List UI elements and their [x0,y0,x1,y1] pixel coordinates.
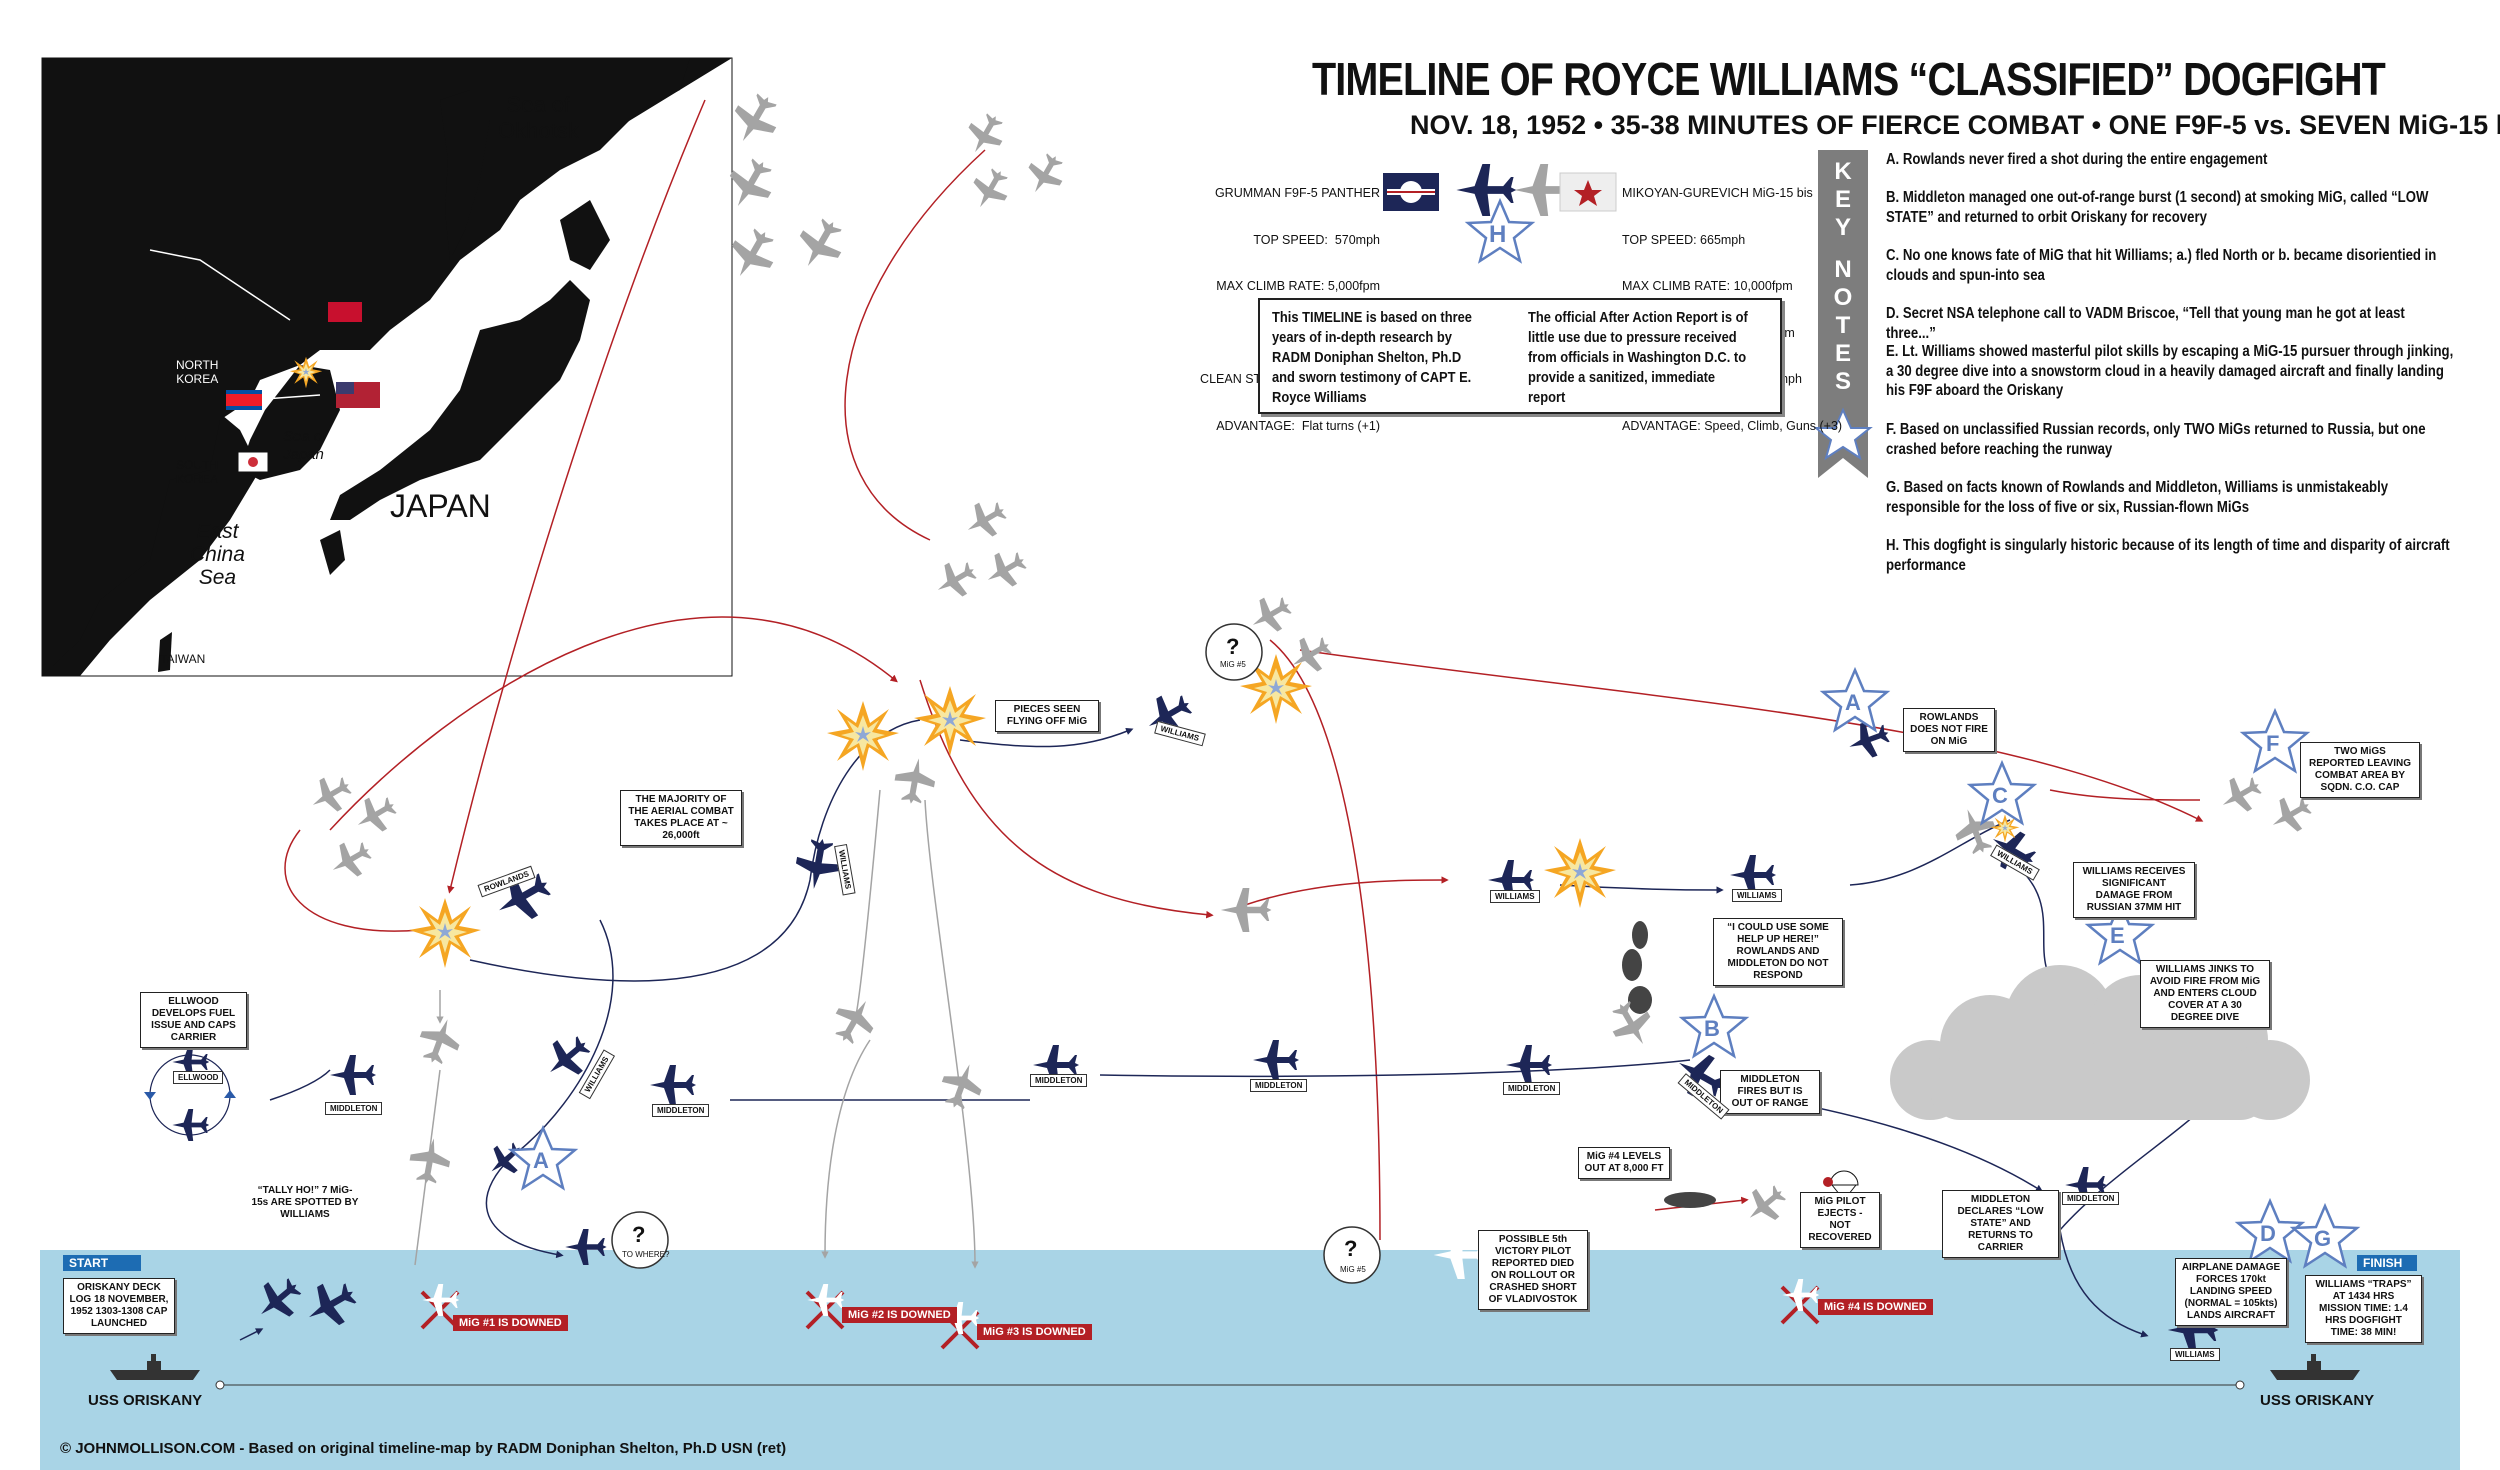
oriskany-label-left: USS ORISKANY [88,1392,203,1409]
sea-okhotsk-label: Sea of Okhotsk [498,92,579,143]
callout-deck-log: ORISKANY DECK LOG 18 NOVEMBER, 1952 1303… [63,1278,175,1334]
question-mark-2: ? [632,1222,646,1247]
us-insignia [1383,173,1439,211]
callout-two-migs: TWO MiGS REPORTED LEAVING COMBAT AREA BY… [2300,742,2420,798]
f9f-paths [239,719,2229,1341]
question-mark-3: ? [1344,1236,1358,1261]
callout-possible-5th: POSSIBLE 5th VICTORY PILOT REPORTED DIED… [1478,1230,1588,1310]
note-b: B. Middleton managed one out-of-range bu… [1886,189,2429,226]
note-a: A. Rowlands never fired a shot during th… [1886,151,2268,168]
key-notes-banner [1813,150,1873,478]
note-c: C. No one knows fate of MiG that hit Wil… [1886,247,2437,284]
callout-jinks: WILLIAMS JINKS TO AVOID FIRE FROM MiG AN… [2140,960,2270,1028]
note-e: E. Lt. Williams showed masterful pilot s… [1886,343,2454,399]
callout-rowlands-no-fire: ROWLANDS DOES NOT FIRE ON MiG [1903,708,1995,752]
middleton-pill-1: MIDDLETON [325,1102,383,1115]
star-e-label: E [2110,923,2125,948]
footer-credit: © JOHNMOLLISON.COM - Based on original t… [60,1440,787,1457]
soviet-insignia [1559,172,1617,212]
key-notes-letters: K E Y N O T E S [1833,158,1853,395]
f9f-spec-2: MAX CLIMB RATE: 5,000fpm [1216,279,1380,293]
callout-traps: WILLIAMS “TRAPS” AT 1434 HRS MISSION TIM… [2305,1275,2422,1343]
mig-spec-5: ADVANTAGE: Speed, Climb, Guns (+3) [1622,418,1843,433]
williams-pill-4: WILLIAMS [1732,889,1782,902]
callout-mig-pilot-ejects: MiG PILOT EJECTS - NOT RECOVERED [1800,1192,1880,1248]
china-flag [328,302,362,322]
smoke-trail [1622,921,1716,1208]
oriskany-label-right: USS ORISKANY [2260,1392,2375,1409]
question-mark-1: ? [1226,634,1240,659]
note-d: D. Secret NSA telephone call to VADM Bri… [1886,305,2405,342]
callout-damage: WILLIAMS RECEIVES SIGNIFICANT DAMAGE FRO… [2073,862,2195,918]
middleton-pill-7: MIDDLETON [2062,1192,2120,1205]
middleton-pill-5: MIDDLETON [1503,1082,1561,1095]
callout-majority: THE MAJORITY OF THE AERIAL COMBAT TAKES … [620,790,742,846]
sea-of-japan-label: Sea of Japan [283,428,327,463]
star-a-label: A [1845,690,1861,715]
page-subtitle: NOV. 18, 1952 • 35-38 MINUTES OF FIERCE … [1410,110,2500,140]
mig-name: MIKOYAN-GUREVICH MiG-15 bis [1622,186,1813,200]
williams-pill-final: WILLIAMS [2170,1348,2220,1361]
callout-tally-ho: “TALLY HO!” 7 MiG-15s ARE SPOTTED BY WIL… [251,1185,359,1220]
williams-pill-3: WILLIAMS [1490,890,1540,903]
star-f-label: F [2266,731,2280,756]
star-g-label: G [2314,1226,2332,1251]
callout-help: “I COULD USE SOME HELP UP HERE!” ROWLAND… [1713,918,1843,986]
page-title: TIMELINE OF ROYCE WILLIAMS “CLASSIFIED” … [1312,53,2386,105]
finish-tag: FINISH [2357,1255,2417,1271]
to-where-label: TO WHERE? [622,1250,670,1259]
star-c-label: C [1992,783,2008,808]
callout-mig4-levels: MiG #4 LEVELS OUT AT 8,000 FT [1578,1147,1670,1179]
mig4-downed-label: MiG #4 IS DOWNED [1818,1299,1933,1315]
japan-label: JAPAN [390,488,491,524]
star-d-label: D [2260,1221,2276,1246]
research-note-box: This TIMELINE is based on three years of… [1258,298,1782,414]
middleton-pill-2: MIDDLETON [652,1104,710,1117]
callout-damage-forces: AIRPLANE DAMAGE FORCES 170kt LANDING SPE… [2175,1258,2287,1326]
note-f: F. Based on unclassified Russian records… [1886,421,2426,458]
east-china-sea-label: East China Sea [190,520,245,589]
mig1-downed-label: MiG #1 IS DOWNED [453,1315,568,1331]
mig3-downed-label: MiG #3 IS DOWNED [977,1324,1092,1340]
research-right-text: The official After Action Report is of l… [1528,309,1748,406]
question-markers [611,623,1381,1284]
mig5-label-bottom: MiG #5 [1340,1265,1366,1274]
f9f-name: GRUMMAN F9F-5 PANTHER [1214,186,1380,200]
star-a-label-lower: A [533,1148,549,1173]
mig5-label-top: MiG #5 [1220,660,1246,669]
mig-spec-2: MAX CLIMB RATE: 10,000fpm [1622,279,1793,293]
f9f-spec-1: TOP SPEED: 570mph [1253,232,1380,247]
middleton-pill-4: MIDDLETON [1250,1079,1308,1092]
f9f-spec-5: ADVANTAGE: Flat turns (+1) [1216,418,1380,433]
star-h-label: H [1489,221,1507,248]
mig2-downed-label: MiG #2 IS DOWNED [842,1307,957,1323]
gray-paths [414,789,979,1269]
callout-middleton-fires: MIDDLETON FIRES BUT IS OUT OF RANGE [1720,1070,1820,1114]
callout-ellwood: ELLWOOD DEVELOPS FUEL ISSUE AND CAPS CAR… [140,992,247,1048]
ellwood-pill: ELLWOOD [173,1071,224,1084]
north-korea-label: NORTH KOREA [176,358,219,386]
taiwan-label: TAIWAN [160,652,206,666]
star-b-label: B [1704,1016,1720,1041]
mig-paths [284,99,2204,1241]
callout-pieces: PIECES SEEN FLYING OFF MiG [995,700,1099,732]
middleton-pill-3: MIDDLETON [1030,1074,1088,1087]
south-korea-label: SOUTH KOREA [176,458,219,486]
note-g: G. Based on facts known of Rowlands and … [1886,479,2389,516]
research-left-text: This TIMELINE is based on three years of… [1272,309,1472,406]
mig-spec-1: TOP SPEED: 665mph [1622,232,1746,247]
sea-band [40,1250,2460,1470]
note-h: H. This dogfight is singularly historic … [1886,537,2450,574]
callout-middleton-declares: MIDDLETON DECLARES “LOW STATE” AND RETUR… [1942,1190,2059,1258]
map-panel [41,57,733,677]
start-tag: START [63,1255,141,1271]
